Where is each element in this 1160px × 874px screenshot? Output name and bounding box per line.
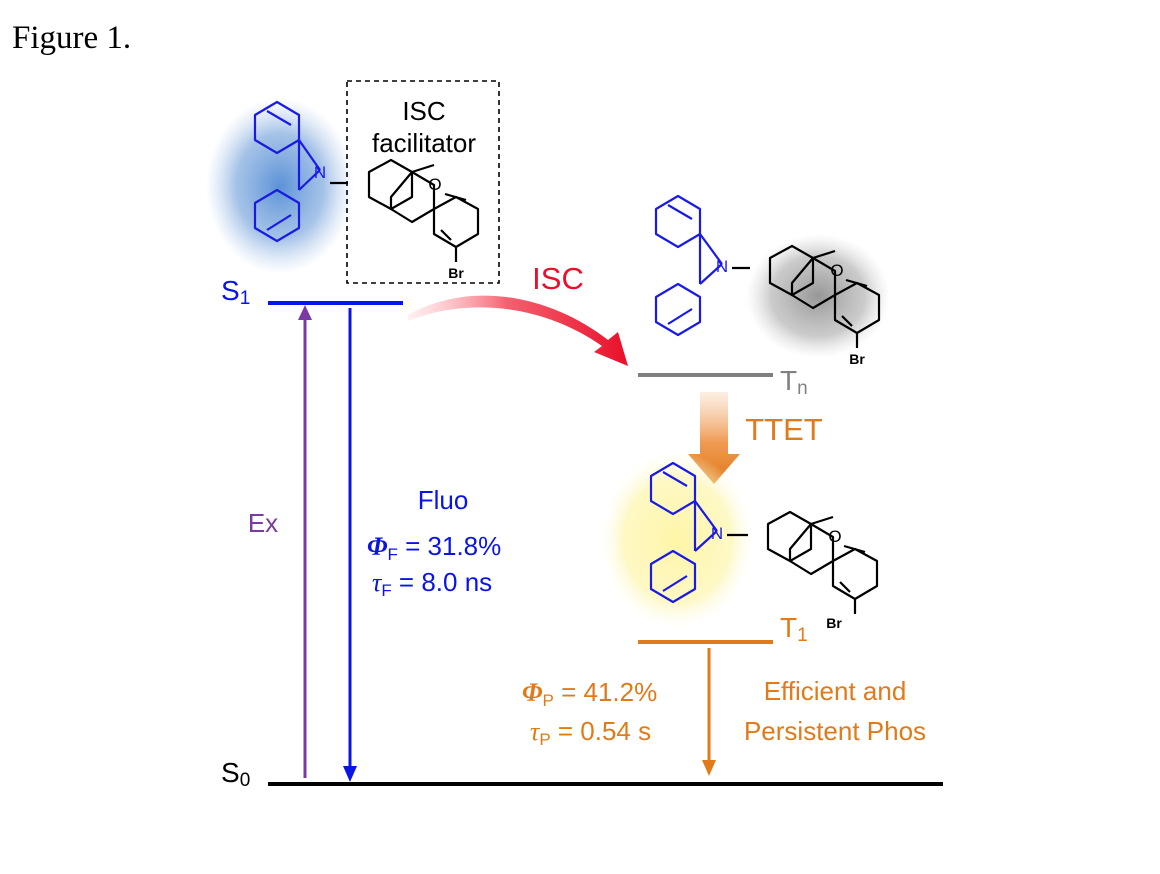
phos-description-1: Efficient and [764,676,907,706]
phosphorescence-arrow [702,648,716,776]
s0-label: S0 [221,757,250,791]
phos-quantum-yield: ΦP = 41.2% [522,677,657,710]
ttet-label: TTET [745,412,823,447]
fluo-quantum-yield: ΦF = 31.8% [367,531,501,564]
s1-label: S1 [221,275,250,309]
phos-lifetime: τP = 0.54 s [530,716,651,749]
o-atom-1: O [428,175,441,194]
tn-label: Tn [780,365,808,399]
br-atom-2: Br [849,351,865,367]
figure-label: Figure 1. [12,20,131,56]
acceptor-glow-grey [746,234,890,358]
fluo-lifetime: τF = 8.0 ns [372,567,492,600]
o-atom-2: O [830,261,843,280]
br-atom-1: Br [448,265,464,281]
phos-description-2: Persistent Phos [744,716,926,746]
br-atom-3: Br [826,615,842,631]
facilitator-label-2: facilitator [372,128,476,158]
n-atom-2: N [716,257,728,276]
isc-arrow [408,295,628,366]
fluo-title: Fluo [418,485,469,515]
n-atom-3: N [711,524,723,543]
ex-label: Ex [248,508,278,538]
excitation-arrow [298,305,312,778]
t1-label: T1 [780,612,808,646]
molecule-2: N O Br [654,194,881,367]
o-atom-3: O [828,527,841,546]
donor-glow-yellow [601,452,753,628]
fluorescence-arrow [343,308,357,782]
donor-glow-blue [206,98,354,274]
isc-label: ISC [532,261,584,296]
molecule-3: N O Br [649,461,879,631]
facilitator-label-1: ISC [402,96,445,126]
n-atom-1: N [314,163,326,182]
molecule-1: N O Br [253,100,480,281]
